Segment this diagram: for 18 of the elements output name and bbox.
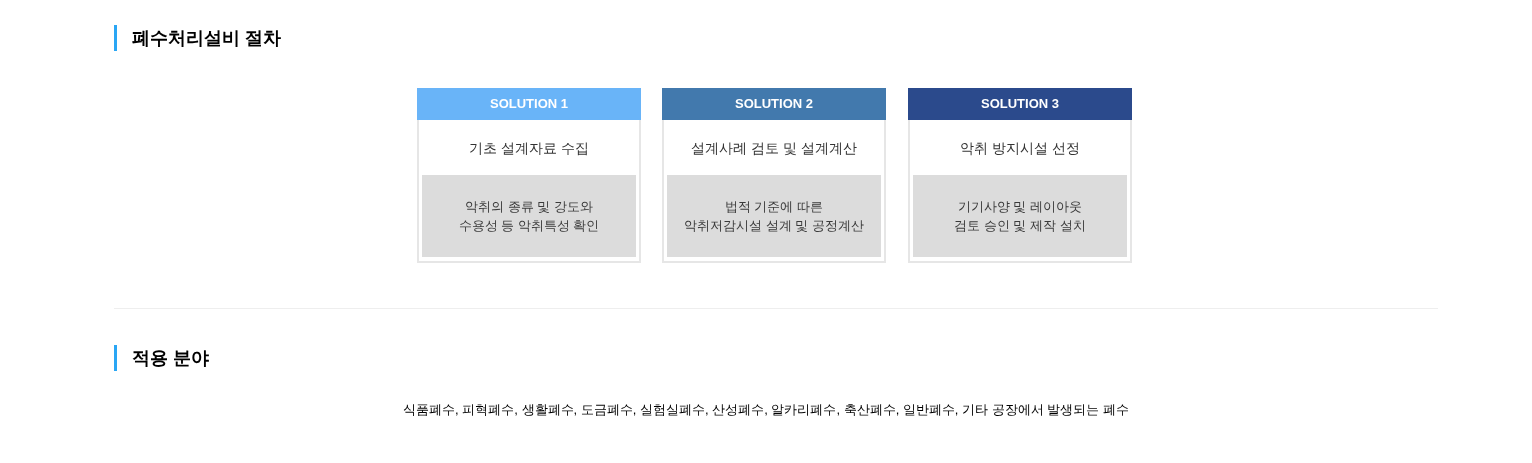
- card-title: 설계사례 검토 및 설계계산: [691, 138, 857, 157]
- card-title: 기초 설계자료 수집: [469, 138, 589, 157]
- solution-card: [908, 88, 1132, 263]
- solution-card: [417, 88, 641, 263]
- detail-text: 악취의 종류 및 강도와 수용성 등 악취특성 확인: [457, 198, 601, 235]
- detail-box: [422, 175, 636, 257]
- section-heading: 폐수처리설비 절차: [132, 27, 281, 50]
- card-header: SOLUTION 3: [908, 88, 1132, 120]
- detail-text: 기기사양 및 레이아웃 검토 승인 및 제작 설치: [953, 198, 1087, 235]
- card-header: SOLUTION 2: [662, 88, 886, 120]
- solution-card: [662, 88, 886, 263]
- detail-box: [913, 175, 1127, 257]
- detail-text: 법적 기준에 따른 악취저감시설 설계 및 공정계산: [683, 198, 865, 235]
- section-heading: 적용 분야: [132, 347, 209, 370]
- card-title: 악취 방지시설 선정: [960, 138, 1080, 157]
- detail-box: [667, 175, 881, 257]
- card-header: SOLUTION 1: [417, 88, 641, 120]
- application-list-text: 식품폐수, 피혁폐수, 생활폐수, 도금폐수, 실험실폐수, 산성폐수, 알카리폐수, 축산폐수, 일반폐수, 기타 공장에서 발생되는 폐수: [403, 401, 1129, 419]
